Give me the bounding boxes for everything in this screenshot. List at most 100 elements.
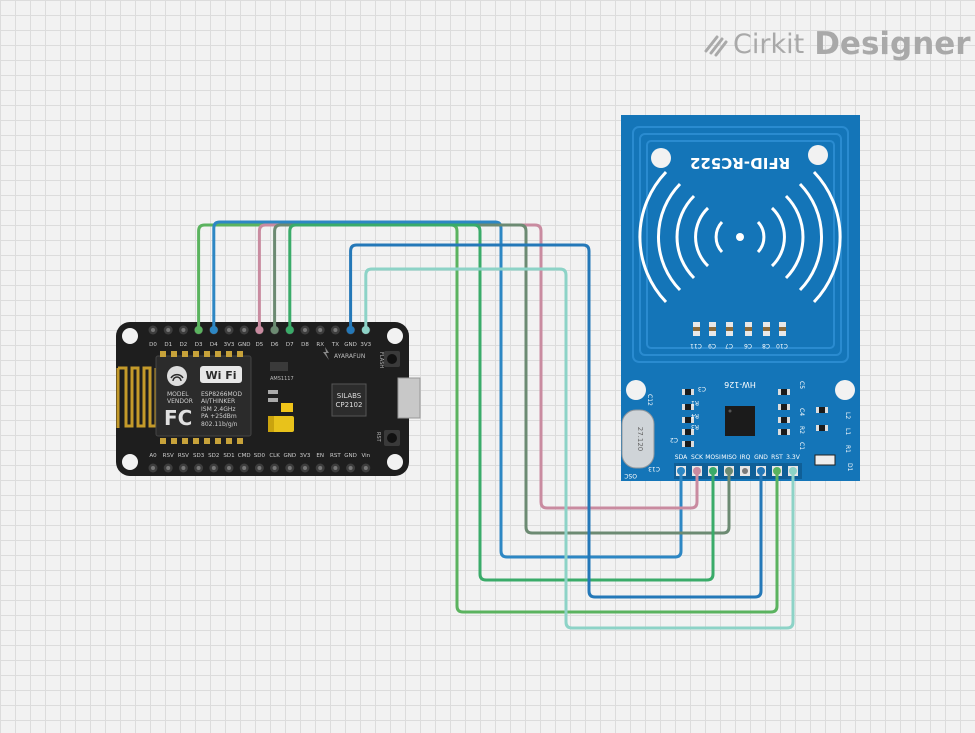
part-label: D1 xyxy=(846,463,853,472)
board-id: HW-126 xyxy=(724,380,756,389)
pin-label: GND xyxy=(344,453,357,459)
capacitor xyxy=(281,403,293,412)
wire-d3-to-rst[interactable] xyxy=(197,223,779,614)
wire-endpoint xyxy=(255,326,264,334)
part-label: R1 xyxy=(844,445,851,453)
wire-endpoint xyxy=(773,467,781,475)
part-label: C6 xyxy=(744,342,752,349)
module-pads xyxy=(160,351,243,444)
pin-hole xyxy=(272,466,277,470)
brand-word-designer: Designer xyxy=(814,26,971,62)
smd-part xyxy=(816,425,828,431)
pin-label: D4 xyxy=(210,342,218,348)
module-pad xyxy=(171,438,177,444)
wire-d4-to-sda[interactable] xyxy=(212,220,683,559)
smd-part xyxy=(268,398,278,402)
pin-label: IRQ xyxy=(740,454,751,461)
wire-3v3-to-33v[interactable] xyxy=(364,267,795,630)
pin-label: 3V3 xyxy=(360,342,371,348)
wire-endpoint xyxy=(757,467,765,475)
mounting-hole xyxy=(122,328,138,344)
smd-part xyxy=(682,404,694,410)
module-pad xyxy=(160,351,166,357)
part-label: L1 xyxy=(844,428,851,435)
mounting-hole xyxy=(387,328,403,344)
module-pad xyxy=(182,351,188,357)
tantalum-capacitor xyxy=(268,416,294,432)
module-pad xyxy=(204,351,210,357)
part-label: C1 xyxy=(798,442,805,450)
part-label: R2 xyxy=(798,426,805,434)
mounting-hole xyxy=(651,148,671,168)
smd-part xyxy=(778,389,790,395)
wire-d5-to-sck[interactable] xyxy=(257,223,699,510)
wire-endpoint xyxy=(677,467,685,475)
pin-label: A0 xyxy=(149,453,157,459)
pin-hole xyxy=(227,466,231,470)
part-label: C11 xyxy=(690,342,702,349)
rfid-wave-icon xyxy=(638,170,842,304)
pin-label: Vin xyxy=(361,453,370,459)
part-label: C12 xyxy=(646,394,653,406)
module-pad xyxy=(182,438,188,444)
module-pad xyxy=(160,438,166,444)
pin-label: SDA xyxy=(675,454,688,461)
mounting-hole xyxy=(835,380,855,400)
mounting-hole xyxy=(387,454,403,470)
module-pad xyxy=(193,438,199,444)
pin-hole xyxy=(181,328,186,332)
smd-part xyxy=(682,441,694,447)
module-pad xyxy=(237,351,243,357)
brand-logo: Cirkit Designer xyxy=(703,24,971,64)
pin-label: RST xyxy=(771,454,783,461)
pin-label: D5 xyxy=(256,342,264,348)
module-line: ISM 2.4GHz xyxy=(201,406,236,413)
fcc-mark: FC xyxy=(164,406,192,430)
micro-usb-port[interactable] xyxy=(397,377,421,419)
module-pad xyxy=(215,438,221,444)
wire-d6-to-miso[interactable] xyxy=(273,223,731,535)
pin-hole xyxy=(303,328,307,332)
bolt-icon xyxy=(323,347,329,360)
wire-gnd-to-gnd[interactable] xyxy=(349,243,763,599)
pin-hole xyxy=(196,466,201,470)
pin-label: GND xyxy=(754,454,768,461)
pin-hole xyxy=(242,466,247,470)
module-line: ESP8266MOD xyxy=(201,391,242,398)
pin-hole xyxy=(151,466,155,470)
wires xyxy=(197,220,795,630)
pin-hole xyxy=(742,468,748,474)
pin-hole xyxy=(363,466,368,470)
pin-label: GND xyxy=(238,342,251,348)
wifi-badge xyxy=(200,366,242,383)
pin-hole xyxy=(348,466,353,470)
wifi-logo-icon xyxy=(167,366,187,386)
wire-endpoint xyxy=(194,326,203,334)
wire-endpoint xyxy=(725,467,733,475)
pin-label: RX xyxy=(316,342,324,348)
crystal-label: 27.120 xyxy=(636,427,644,452)
module-pad xyxy=(193,351,199,357)
pin-hole xyxy=(318,328,323,332)
board-title: RFID-RC522 xyxy=(690,154,790,172)
pin-label: RST xyxy=(330,453,341,459)
part-label: C8 xyxy=(762,342,770,349)
wire-endpoint xyxy=(709,467,717,475)
pin-hole xyxy=(287,466,292,470)
pin-label: RSV xyxy=(163,453,174,459)
chip-label: SILABS xyxy=(337,392,362,400)
antenna-coil xyxy=(632,126,849,363)
part-label: C4 xyxy=(798,408,805,416)
wire-endpoint xyxy=(789,467,797,475)
rst-label: RST xyxy=(375,432,381,443)
regulator-label: AMS1117 xyxy=(270,376,294,382)
wire-d7-to-mosi[interactable] xyxy=(288,223,715,582)
pin-label: CLK xyxy=(269,453,280,459)
brand-label: AYARAFUN xyxy=(334,353,365,360)
module-line: AI/THINKER xyxy=(201,398,235,405)
pin-hole xyxy=(257,466,262,470)
pin-label: D0 xyxy=(149,342,157,348)
vendor-label: VENDOR xyxy=(167,398,193,405)
